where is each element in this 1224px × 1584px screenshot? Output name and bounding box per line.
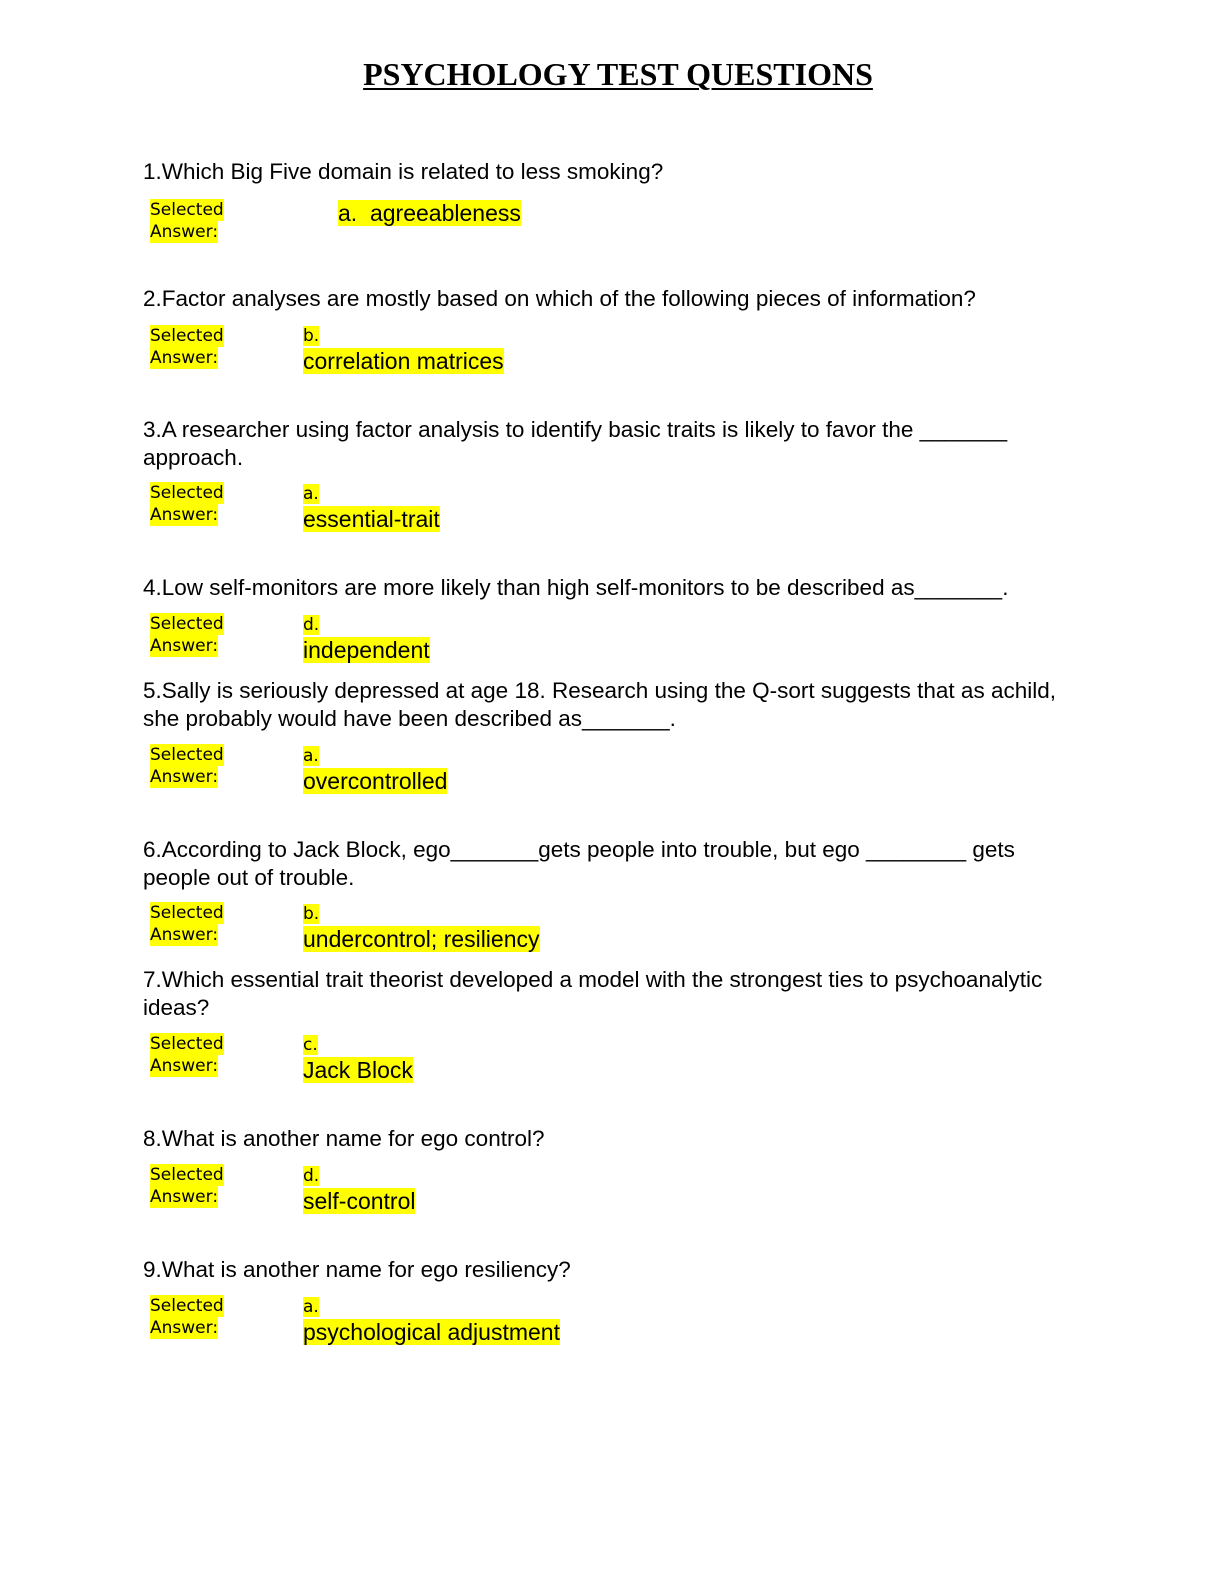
question-5-answer-text: overcontrolled	[303, 768, 448, 794]
selected-answer-label: Selected Answer:	[150, 744, 230, 788]
selected-label-line1: Selected	[150, 1295, 224, 1317]
selected-label-line1: Selected	[150, 744, 224, 766]
selected-label-line2: Answer:	[150, 1186, 219, 1208]
question-9-text: 9.What is another name for ego resilienc…	[143, 1257, 571, 1282]
selected-answer-label: Selected Answer:	[150, 1033, 230, 1077]
selected-label-line2: Answer:	[150, 504, 219, 526]
page-title: PSYCHOLOGY TEST QUESTIONS	[363, 56, 873, 92]
selected-label-line2: Answer:	[150, 221, 219, 243]
question-4-text: 4.Low self-monitors are more likely than…	[143, 575, 1009, 600]
question-4-answer-text: independent	[303, 637, 430, 663]
selected-answer-label: Selected Answer:	[150, 482, 230, 526]
question-7-answer-letter: c.	[303, 1035, 318, 1055]
question-6-answer-letter: b.	[303, 904, 320, 924]
question-3-text: 3.A researcher using factor analysis to …	[143, 417, 1008, 470]
question-3-answer-letter: a.	[303, 484, 319, 504]
question-7-text: 7.Which essential trait theorist develop…	[143, 967, 1043, 1020]
selected-label-line2: Answer:	[150, 635, 219, 657]
selected-label-line2: Answer:	[150, 347, 219, 369]
question-6-text: 6.According to Jack Block, ego_______get…	[143, 837, 1015, 890]
question-5-answer-letter: a.	[303, 746, 319, 766]
question-1-answer: a. agreeableness	[338, 199, 521, 228]
selected-label-line2: Answer:	[150, 1317, 219, 1339]
selected-label-line1: Selected	[150, 902, 224, 924]
selected-answer-label: Selected Answer:	[150, 1164, 230, 1208]
question-2-text: 2.Factor analyses are mostly based on wh…	[143, 286, 976, 311]
selected-answer-label: Selected Answer:	[150, 1295, 230, 1339]
question-8-answer-letter: d.	[303, 1166, 320, 1186]
question-7-answer-text: Jack Block	[303, 1057, 413, 1083]
selected-label-line1: Selected	[150, 613, 224, 635]
question-9-answer-text: psychological adjustment	[303, 1319, 560, 1345]
selected-label-line2: Answer:	[150, 766, 219, 788]
question-2-answer-text: correlation matrices	[303, 348, 504, 374]
selected-label-line1: Selected	[150, 482, 224, 504]
selected-answer-label: Selected Answer:	[150, 902, 230, 946]
selected-answer-label: Selected Answer:	[150, 199, 230, 243]
question-5-text: 5.Sally is seriously depressed at age 18…	[143, 678, 1056, 731]
question-2-answer-letter: b.	[303, 326, 320, 346]
question-8-text: 8.What is another name for ego control?	[143, 1126, 545, 1151]
selected-label-line2: Answer:	[150, 1055, 219, 1077]
question-8-answer-text: self-control	[303, 1188, 416, 1214]
question-9-answer-letter: a.	[303, 1297, 319, 1317]
selected-label-line1: Selected	[150, 1164, 224, 1186]
question-4-answer-letter: d.	[303, 615, 320, 635]
selected-answer-label: Selected Answer:	[150, 613, 230, 657]
question-6-answer-text: undercontrol; resiliency	[303, 926, 540, 952]
answer-text: agreeableness	[369, 200, 521, 226]
question-3-answer-text: essential-trait	[303, 506, 440, 532]
question-1-text: 1.Which Big Five domain is related to le…	[143, 159, 664, 184]
selected-answer-label: Selected Answer:	[150, 325, 230, 369]
selected-label-line1: Selected	[150, 1033, 224, 1055]
selected-label-line1: Selected	[150, 199, 224, 221]
selected-label-line2: Answer:	[150, 924, 219, 946]
answer-letter: a.	[338, 200, 358, 226]
selected-label-line1: Selected	[150, 325, 224, 347]
